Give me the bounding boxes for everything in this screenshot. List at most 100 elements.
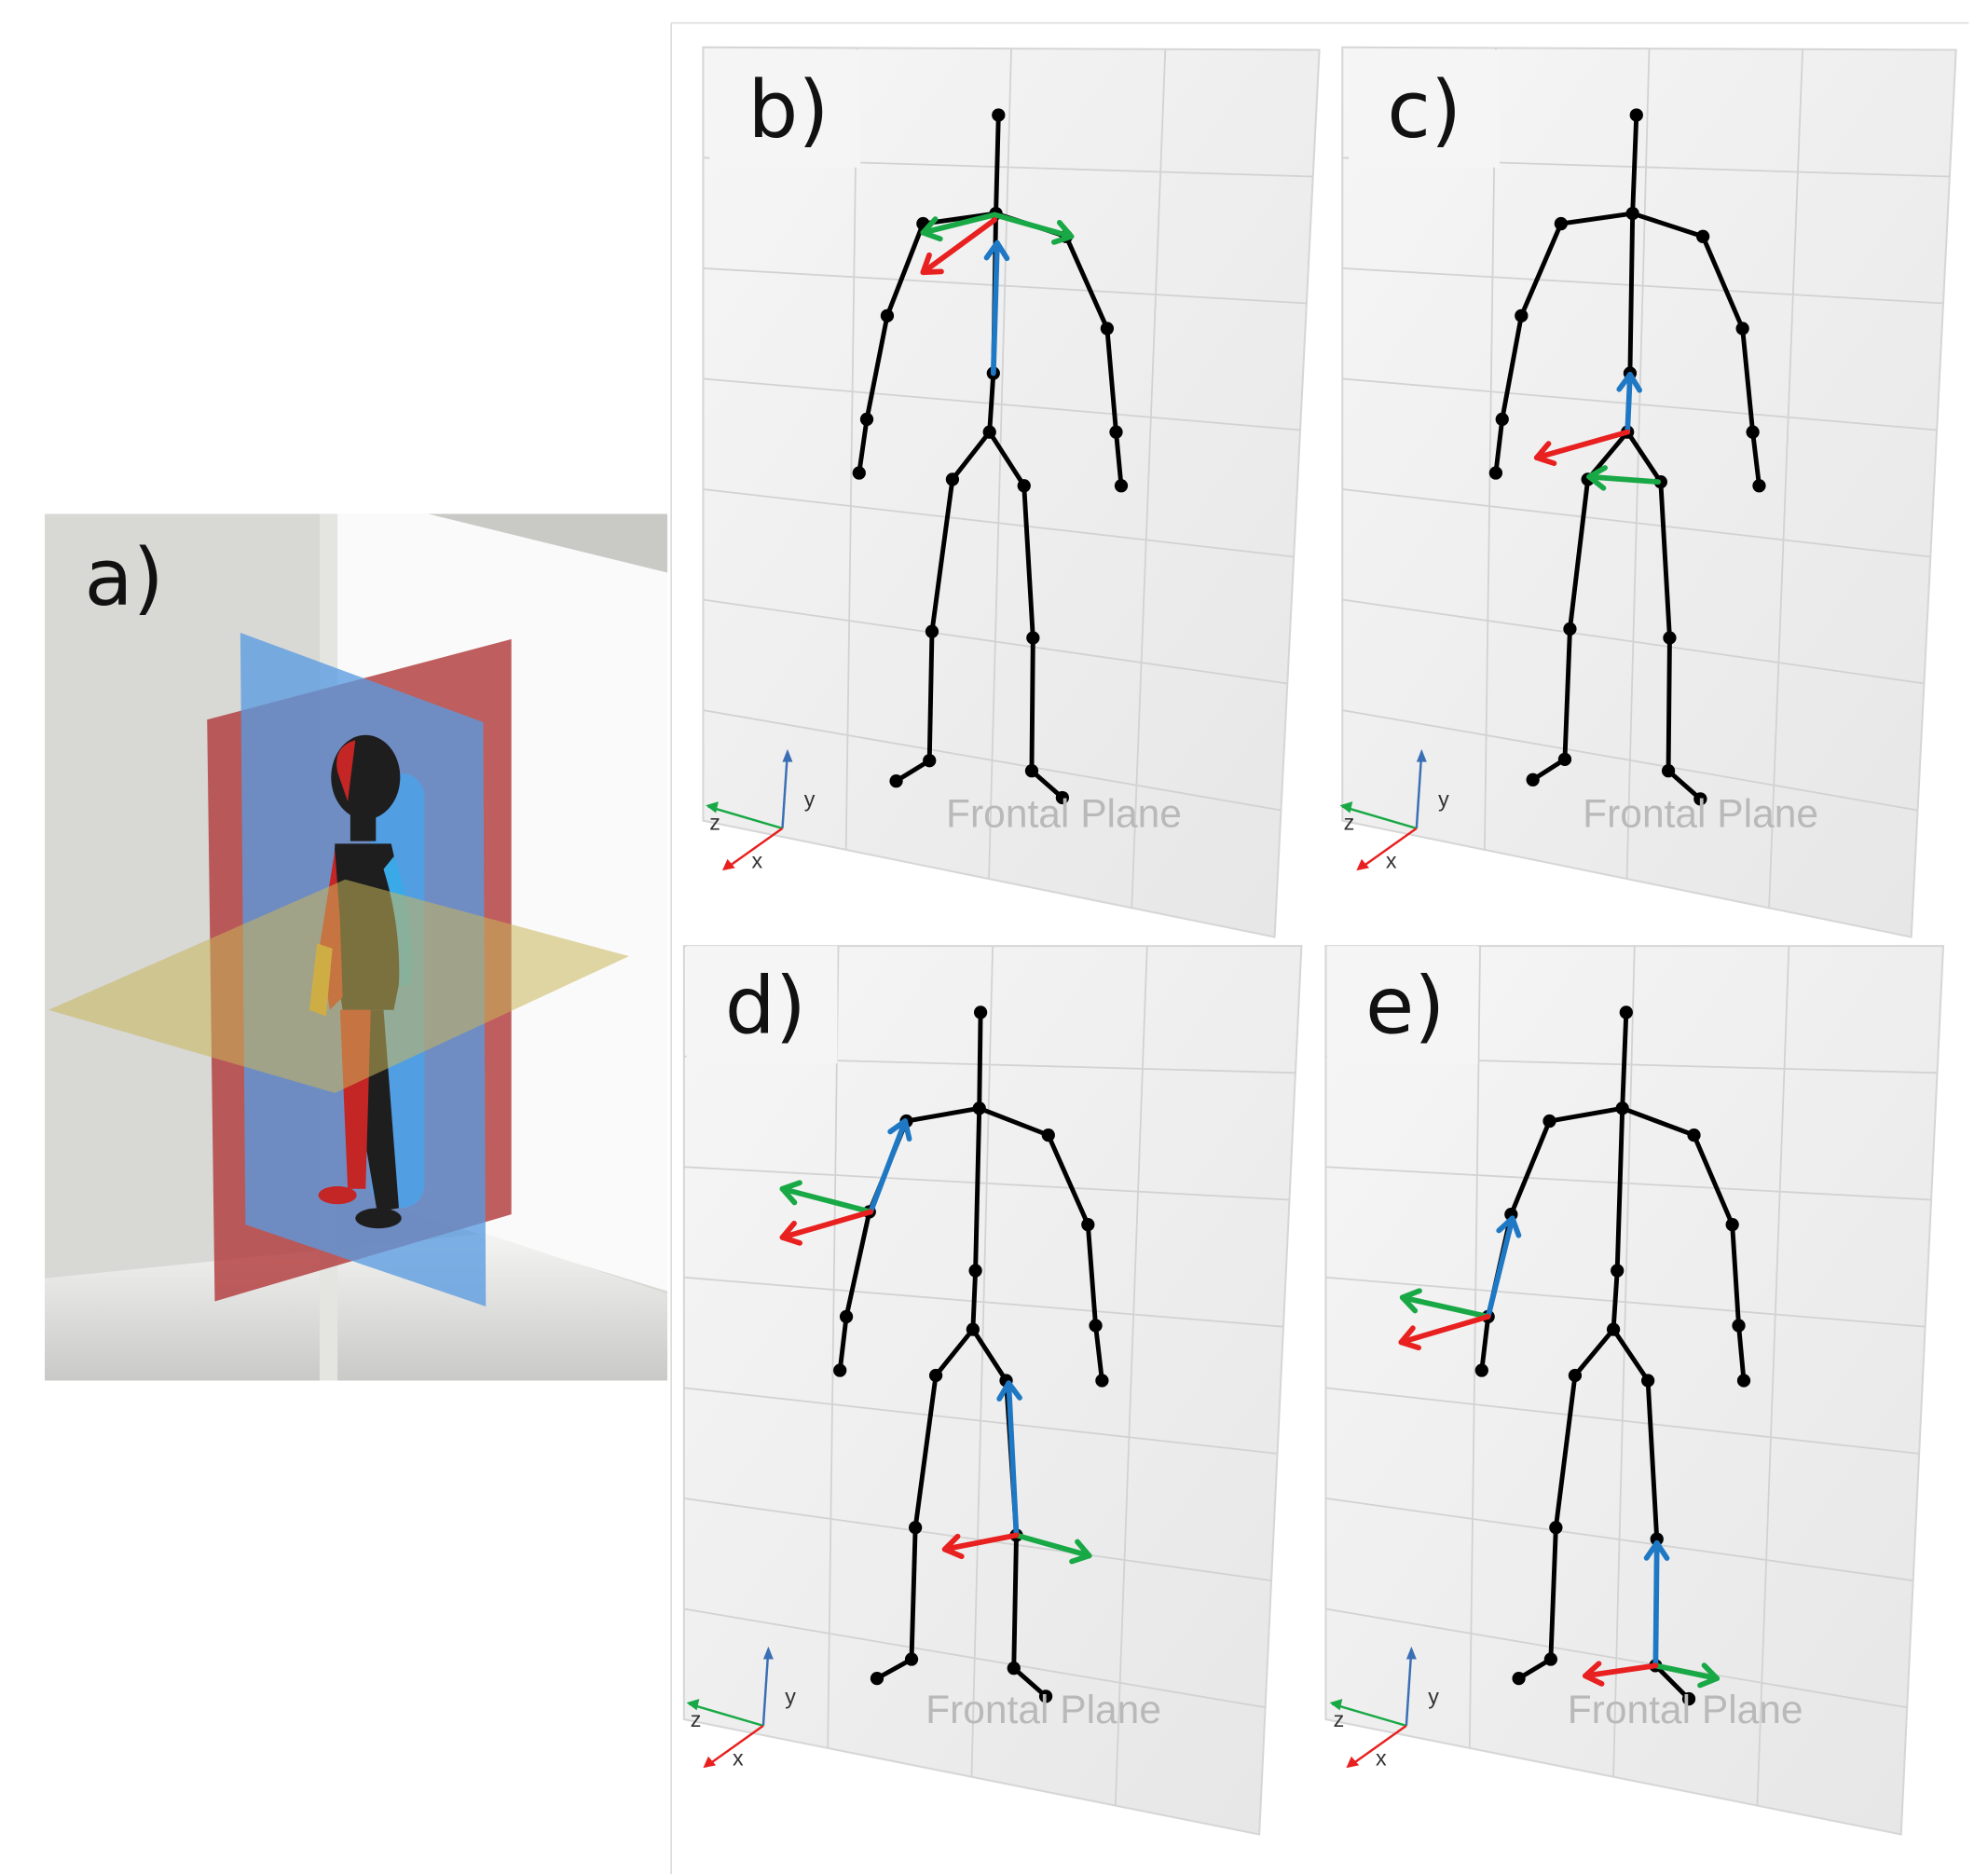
grid-line <box>1342 598 1925 685</box>
bone-head-neck <box>994 112 1001 216</box>
joint-rwr <box>1732 1319 1746 1333</box>
triad-z-head <box>686 1699 700 1711</box>
grid-line <box>1131 48 1167 909</box>
joint-neck <box>1625 206 1639 221</box>
joint-pelvis <box>1606 1322 1621 1336</box>
neck-z-line-right <box>992 212 1075 245</box>
joint-spine <box>968 1264 982 1278</box>
joint-pelvis <box>982 425 996 439</box>
grid-line <box>703 709 1282 812</box>
bone-rel-rwr <box>1740 326 1756 435</box>
triad-z-axis <box>1331 1703 1407 1728</box>
grid-line <box>1768 48 1803 909</box>
joint-lkn <box>925 624 939 638</box>
panel-b-label: b) <box>747 64 829 157</box>
bone-lhip-lkn <box>1567 476 1591 632</box>
pelvis-y-arrow <box>1616 372 1642 435</box>
bone-head-neck <box>1620 1009 1629 1111</box>
bone-ran-rft <box>1029 768 1065 800</box>
bone-neck-rsh <box>1620 1105 1696 1138</box>
triad-z-head <box>1329 1699 1343 1711</box>
panel-c-label: c) <box>1387 64 1461 157</box>
bone-neck-spine <box>973 1105 982 1273</box>
joint-lwr <box>859 412 874 427</box>
upper-arm-z-arrow <box>779 1180 874 1215</box>
neck-x-arrow <box>920 217 998 276</box>
joint-lsh <box>1542 1114 1556 1129</box>
grid-line <box>683 1166 1290 1201</box>
bone-rel-rwr <box>1104 326 1118 435</box>
bone-lsh-lel <box>1508 1118 1552 1217</box>
grid-line <box>703 377 1301 431</box>
triad-x-axis <box>705 1724 764 1768</box>
bone-lwr-lha <box>1479 1314 1491 1373</box>
triad-z-label: z <box>1334 1707 1345 1731</box>
triad-x-label: x <box>1386 848 1397 872</box>
bone-rsh-rel <box>1063 234 1110 332</box>
triad-x-head <box>1346 1756 1360 1769</box>
joint-head <box>1629 108 1643 122</box>
triad-x-label: x <box>733 1745 744 1770</box>
triad-x-head <box>722 858 735 871</box>
joint-rha <box>1095 1374 1109 1388</box>
triad-z-label: z <box>691 1707 702 1731</box>
forearm-y-arrow <box>1485 1215 1522 1320</box>
bone-neck-spine <box>1614 1105 1625 1273</box>
joint-lkn <box>1563 622 1577 636</box>
grid-line <box>703 488 1295 558</box>
joint-rel <box>1725 1218 1739 1232</box>
triad-x-label: x <box>752 848 763 872</box>
grid-line <box>1342 488 1931 558</box>
grid-line <box>703 598 1288 685</box>
bone-lsh-lel <box>1518 221 1564 319</box>
triad-z-label: z <box>709 810 720 834</box>
frontal-plane-panel <box>682 945 1303 1836</box>
joint-pelvis <box>966 1322 980 1336</box>
triad-z-head <box>706 801 719 814</box>
pelvis-x-arrow <box>1533 429 1631 467</box>
grid-line <box>1325 1607 1908 1709</box>
joint-ran <box>1007 1662 1021 1676</box>
shank-z-arrow <box>1652 1662 1721 1689</box>
transverse-plane <box>48 879 629 1093</box>
bone-neck-lsh <box>904 1105 982 1124</box>
joint-ran <box>1024 764 1039 778</box>
triad-y-axis <box>781 751 789 828</box>
panel-e-label: e) <box>1365 960 1445 1052</box>
skeleton <box>833 1005 1109 1703</box>
bone-rwr-rha <box>1114 430 1124 488</box>
triad-y-label: y <box>1428 1685 1439 1709</box>
grid-line <box>970 946 994 1777</box>
neck-z-arrow-left <box>920 212 998 242</box>
grid-line <box>844 48 858 850</box>
joint-head <box>973 1005 988 1019</box>
bone-pelvis-lhip <box>950 430 993 482</box>
joint-lha <box>833 1363 847 1377</box>
bone-lkn-lan <box>926 629 935 763</box>
triad-y-axis <box>1405 1648 1413 1726</box>
axis-triad: yzx <box>1329 1646 1439 1770</box>
bone-spine-pelvis <box>970 1268 979 1333</box>
bone-pelvis-rhip <box>970 1327 1009 1383</box>
grid-line <box>1342 267 1944 305</box>
joint-rha <box>1114 479 1129 493</box>
joint-rft <box>1055 790 1070 805</box>
joint-lwr <box>1495 412 1509 427</box>
bone-rsh-rel <box>1700 234 1746 332</box>
room-floor <box>45 1233 668 1381</box>
label-backdrop <box>1349 49 1501 168</box>
bone-pelvis-lhip <box>1572 1327 1616 1378</box>
neck-y-arrow <box>983 239 1010 376</box>
bone-rel-rwr <box>1730 1222 1741 1328</box>
frontal-plane-label: Frontal Plane <box>925 1689 1161 1732</box>
joint-spine <box>1611 1264 1625 1278</box>
bone-rhip-rkn <box>1645 1378 1660 1542</box>
bone-rsh-rel <box>1046 1132 1090 1227</box>
joint-lha <box>852 466 866 480</box>
bone-lhip-lkn <box>912 1373 939 1530</box>
bone-pelvis-rhip <box>987 430 1027 488</box>
